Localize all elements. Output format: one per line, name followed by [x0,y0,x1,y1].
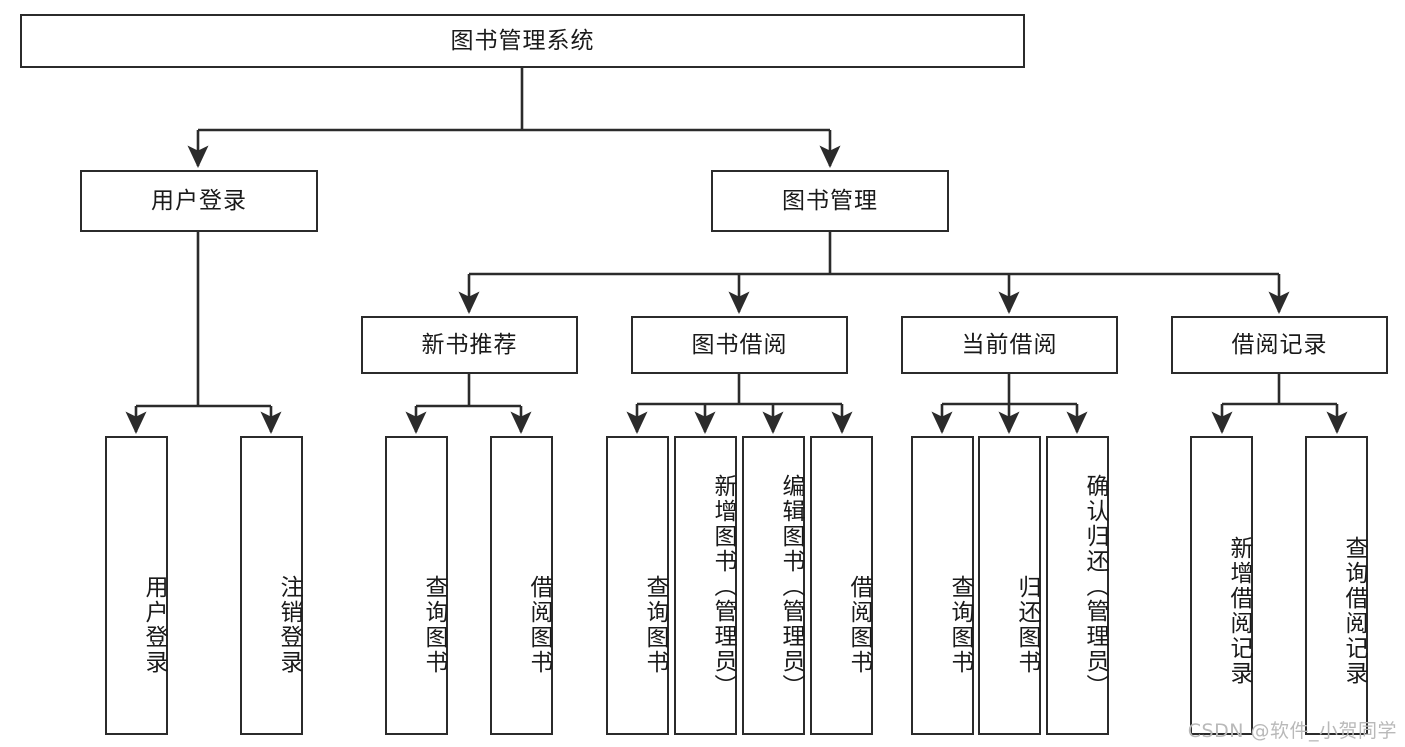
node-label: 编辑图书（管理员） [778,474,804,699]
leaf-current-return-book[interactable]: 归还图书 [978,436,1041,735]
node-label: 查询图书 [421,575,447,675]
node-label: 图书管理 [782,187,878,214]
leaf-record-query[interactable]: 查询借阅记录 [1305,436,1368,735]
node-label: 查询图书 [947,575,973,675]
leaf-current-confirm-return-admin[interactable]: 确认归还（管理员） [1046,436,1109,735]
leaf-new-book-borrow[interactable]: 借阅图书 [490,436,553,735]
leaf-logout[interactable]: 注销登录 [240,436,303,735]
leaf-borrow-query-book[interactable]: 查询图书 [606,436,669,735]
node-label: 借阅图书 [526,575,552,675]
node-label: 确认归还（管理员） [1082,474,1108,699]
leaf-borrow-add-book-admin[interactable]: 新增图书（管理员） [674,436,737,735]
node-borrow-record[interactable]: 借阅记录 [1171,316,1388,374]
node-user-login[interactable]: 用户登录 [80,170,318,232]
node-book-borrow[interactable]: 图书借阅 [631,316,848,374]
node-label: 归还图书 [1014,575,1040,675]
node-label: 当前借阅 [961,331,1058,358]
node-label: 新书推荐 [421,331,518,358]
node-label: 注销登录 [276,575,302,675]
node-current-borrow[interactable]: 当前借阅 [901,316,1118,374]
leaf-borrow-borrow-book[interactable]: 借阅图书 [810,436,873,735]
node-label: 借阅记录 [1231,331,1328,358]
node-label: 借阅图书 [846,575,872,675]
node-label: 图书借阅 [691,331,788,358]
node-label: 图书管理系统 [450,27,595,54]
leaf-new-book-query[interactable]: 查询图书 [385,436,448,735]
node-label: 查询借阅记录 [1341,535,1367,686]
node-label: 查询图书 [642,575,668,675]
node-label: 用户登录 [151,187,247,214]
node-label: 用户登录 [141,575,167,675]
leaf-record-add[interactable]: 新增借阅记录 [1190,436,1253,735]
node-label: 新增借阅记录 [1226,535,1252,686]
node-new-book-recommend[interactable]: 新书推荐 [361,316,578,374]
node-book-management[interactable]: 图书管理 [711,170,949,232]
leaf-borrow-edit-book-admin[interactable]: 编辑图书（管理员） [742,436,805,735]
leaf-current-query-book[interactable]: 查询图书 [911,436,974,735]
node-root-book-management-system[interactable]: 图书管理系统 [20,14,1025,68]
node-label: 新增图书（管理员） [710,474,736,699]
leaf-user-login[interactable]: 用户登录 [105,436,168,735]
